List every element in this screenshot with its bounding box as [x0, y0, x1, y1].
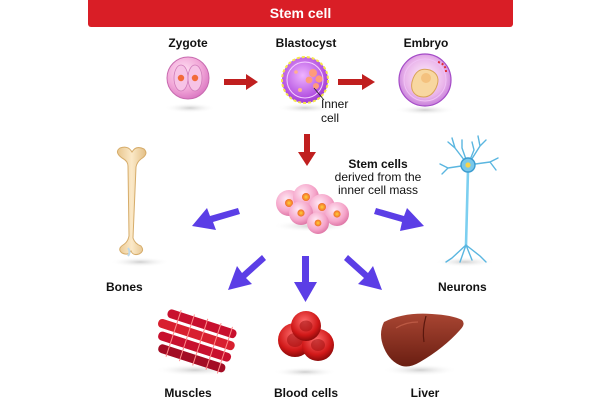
muscle-icon [157, 309, 237, 374]
stem-cells-line2: derived from the [334, 170, 422, 184]
embryo-icon [398, 53, 452, 107]
label-liver: Liver [410, 386, 440, 400]
label-embryo: Embryo [403, 36, 449, 50]
blood-cells-icon [278, 311, 334, 361]
label-blastocyst: Blastocyst [275, 36, 337, 50]
title-banner: Stem cell [88, 0, 513, 27]
label-neurons: Neurons [438, 280, 487, 294]
arrow-right-icon [224, 74, 375, 90]
label-inner-cell: Inner cell [321, 97, 348, 125]
bone-icon [116, 146, 147, 257]
label-bones: Bones [106, 280, 143, 294]
label-zygote: Zygote [168, 36, 208, 50]
stem-cells-icon [276, 184, 349, 234]
title: Stem cell [269, 5, 332, 21]
stem-cells-caption: Stem cells derived from the inner cell m… [318, 158, 438, 197]
label-inner-cell-line2: cell [321, 111, 340, 125]
zygote-icon [166, 56, 210, 100]
stem-cells-heading: Stem cells [348, 157, 408, 171]
label-blood-cells: Blood cells [273, 386, 339, 400]
label-muscles: Muscles [164, 386, 212, 400]
arrow-diagonal-icon [192, 208, 424, 302]
liver-icon [381, 313, 464, 367]
stem-cells-line3: inner cell mass [337, 183, 419, 197]
blastocyst-icon [281, 56, 329, 104]
arrow-down-icon [298, 134, 316, 166]
neuron-icon [439, 135, 499, 263]
label-inner-cell-line1: Inner [321, 97, 349, 111]
